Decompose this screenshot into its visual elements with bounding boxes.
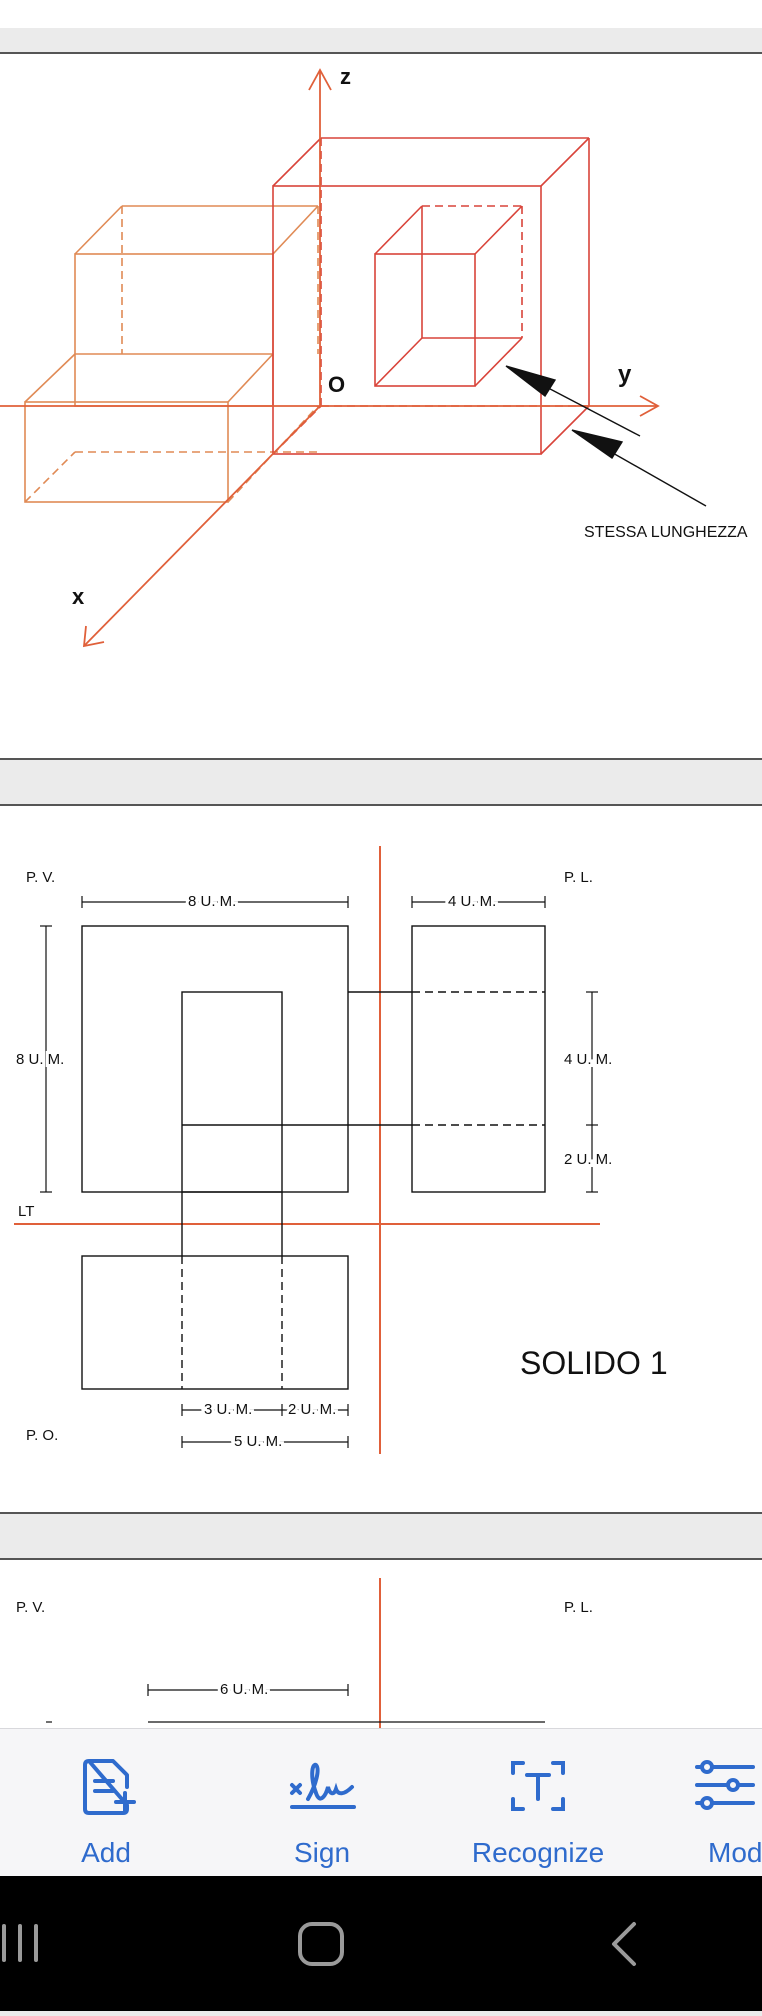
- front-view: [81, 925, 349, 1193]
- label-front-view: P. V.: [26, 869, 55, 886]
- sliders-icon: [693, 1755, 755, 1822]
- add-document-icon: [75, 1755, 137, 1822]
- sign-button[interactable]: Sign: [244, 1729, 400, 1877]
- dim-side-lower: 2 U. M.: [564, 1151, 612, 1168]
- side-view: [411, 925, 546, 1193]
- annotation-text: STESSA LUNGHEZZA: [584, 524, 748, 541]
- axonometric-drawing: z y x O STESSA LUNGHEZZA: [0, 64, 748, 648]
- label-side-view-2: P. L.: [564, 1599, 593, 1616]
- label-front-view-2: P. V.: [16, 1599, 45, 1616]
- document-page-1: z y x O STESSA LUNGHEZZA: [0, 52, 762, 760]
- dimension-lines: [40, 896, 598, 1448]
- reference-lines: [14, 846, 600, 1454]
- axis-label-y: y: [618, 361, 632, 388]
- label-plan-view: P. O.: [26, 1427, 58, 1444]
- axes: [0, 68, 660, 648]
- sign-label: Sign: [293, 1837, 351, 1868]
- dim-plan-b: 2 U. M.: [288, 1401, 336, 1418]
- plan-view: [81, 1255, 349, 1390]
- origin-label: O: [328, 372, 345, 397]
- orthographic-drawing: P. V. P. L. P. O. LT 8 U. M. 4 U. M. 8 U…: [13, 846, 668, 1454]
- drawing-title: SOLIDO 1: [520, 1345, 668, 1381]
- top-strip: [0, 0, 762, 28]
- signature-icon: [286, 1755, 358, 1822]
- dimension-lines-2: [46, 1684, 545, 1723]
- back-button[interactable]: [612, 1922, 636, 1966]
- annotation-arrows: [505, 365, 707, 507]
- dim-front-width: 8 U. M.: [188, 893, 236, 910]
- left-solids: [24, 205, 319, 503]
- label-ground-line: LT: [18, 1203, 34, 1220]
- home-button[interactable]: [298, 1922, 344, 1966]
- orthographic-drawing-2: P. V. P. L. 6 U. M.: [16, 1578, 593, 1730]
- dim-front-height: 8 U. M.: [16, 1051, 64, 1068]
- mod-button[interactable]: Mod: [676, 1729, 762, 1877]
- dim-plan-total: 5 U. M.: [234, 1433, 282, 1450]
- document-page-3: P. V. P. L. 6 U. M.: [0, 1558, 762, 1730]
- recognize-label: Recognize: [471, 1837, 605, 1868]
- add-label: Add: [81, 1837, 131, 1868]
- dim-width-2: 6 U. M.: [220, 1681, 268, 1698]
- add-button[interactable]: Add: [28, 1729, 184, 1877]
- axis-label-z: z: [340, 64, 351, 89]
- projection-lines: [181, 991, 412, 1256]
- dim-side-width: 4 U. M.: [448, 893, 496, 910]
- system-navigation-bar: [0, 1876, 762, 2011]
- bottom-toolbar: Add Sign Recognize Mod: [0, 1728, 762, 1877]
- mod-label: Mod: [708, 1837, 762, 1868]
- dim-plan-a: 3 U. M.: [204, 1401, 252, 1418]
- text-recognize-icon: [507, 1755, 569, 1822]
- document-page-2: P. V. P. L. P. O. LT 8 U. M. 4 U. M. 8 U…: [0, 804, 762, 1514]
- label-side-view: P. L.: [564, 869, 593, 886]
- dim-side-upper: 4 U. M.: [564, 1051, 612, 1068]
- recognize-button[interactable]: Recognize: [460, 1729, 616, 1877]
- recents-button[interactable]: [2, 1924, 38, 1962]
- axis-label-x: x: [72, 584, 85, 609]
